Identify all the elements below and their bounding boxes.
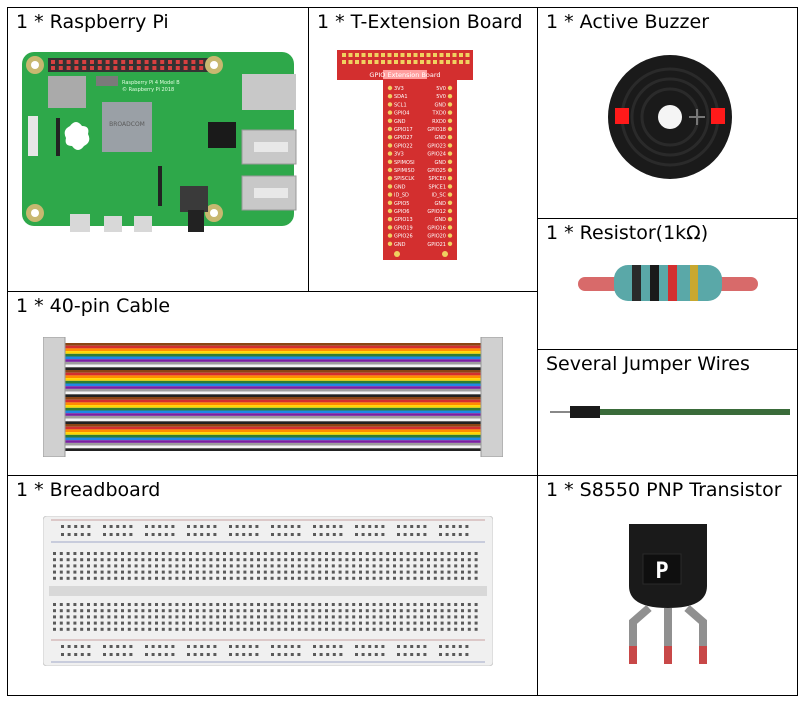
pcb xyxy=(22,52,294,226)
t-board-pin-label-right: GND xyxy=(435,135,447,141)
t-board-pin-label-left: 3V3 xyxy=(394,86,404,92)
cell-jumper: Several Jumper Wires xyxy=(537,349,798,476)
cell-transistor: 1 * S8550 PNP Transistor P xyxy=(537,475,798,696)
t-board-pin-label-right: GND xyxy=(435,102,447,108)
t-board-pin-label-right: 5V0 xyxy=(436,94,446,100)
transistor-image: P xyxy=(629,524,707,664)
t-board-pin-label-right: GPIO24 xyxy=(427,152,446,158)
t-board-pin-label-left: SDA1 xyxy=(394,94,408,100)
t-board-pin-label-right: GPIO20 xyxy=(427,234,446,240)
t-board-pin-label-left: GPIO13 xyxy=(394,217,413,223)
svg-text:Raspberry Pi 4 Model B: Raspberry Pi 4 Model B xyxy=(122,80,180,86)
t-board-pin-label-left: GND xyxy=(394,242,406,248)
label-cable: 1 * 40-pin Cable xyxy=(16,295,171,317)
t-board-pin-label-left: 3V3 xyxy=(394,152,404,158)
label-t-board: 1 * T-Extension Board xyxy=(317,11,523,33)
t-board-pin-label-left: SCL1 xyxy=(394,102,407,108)
svg-text:BROADCOM: BROADCOM xyxy=(109,121,145,128)
t-board-pin-label-right: GPIO21 xyxy=(427,242,446,248)
t-board-pin-label-right: SPICE1 xyxy=(429,184,447,190)
t-board-pin-label-right: GND xyxy=(435,201,447,207)
label-jumper: Several Jumper Wires xyxy=(546,353,750,375)
t-board-pin-label-left: GND xyxy=(394,184,406,190)
t-board-pin-label-right: GPIO25 xyxy=(427,168,446,174)
t-board-pin-label-right: GPIO23 xyxy=(427,143,446,149)
ribbon-cable-image xyxy=(43,337,503,457)
t-board-pin-label-left: GPIO17 xyxy=(394,127,413,133)
cell-breadboard: 1 * Breadboard xyxy=(7,475,538,696)
t-board-pin-label-right: GPIO16 xyxy=(427,225,446,231)
label-transistor: 1 * S8550 PNP Transistor xyxy=(546,479,782,501)
t-board-pin-label-left: GPIO26 xyxy=(394,234,413,240)
t-board-pin-label-left: ID_SD xyxy=(394,193,409,199)
t-board-pin-label-right: GND xyxy=(435,160,447,166)
gpio-header xyxy=(48,58,208,72)
t-board-pin-label-left: GPIO22 xyxy=(394,143,413,149)
cell-raspberry-pi: 1 * Raspberry Pi Raspberry Pi 4 Model B … xyxy=(7,7,309,292)
t-board-pin-label-right: GND xyxy=(435,217,447,223)
t-board-pin-label-left: GPIO19 xyxy=(394,225,413,231)
breadboard-holes xyxy=(53,525,478,656)
t-board-pin-label-right: RXD0 xyxy=(432,119,446,125)
label-resistor: 1 * Resistor(1kΩ) xyxy=(546,222,709,244)
cell-resistor: 1 * Resistor(1kΩ) xyxy=(537,218,798,350)
jumper-wire-image xyxy=(550,406,790,418)
t-board-pin-label-right: 5V0 xyxy=(436,86,446,92)
t-board-pin-label-right: GPIO12 xyxy=(427,209,446,215)
label-breadboard: 1 * Breadboard xyxy=(16,479,161,501)
raspberry-pi-image: Raspberry Pi 4 Model B © Raspberry Pi 20… xyxy=(22,52,297,232)
t-board-pin-label-left: SPIMISO xyxy=(394,168,415,174)
active-buzzer-image xyxy=(608,55,732,179)
breadboard-image xyxy=(43,516,493,666)
t-board-pin-label-right: GPIO18 xyxy=(427,127,446,133)
t-board-pin-label-right: ID_SC xyxy=(432,193,447,199)
t-board-pin-label-left: GPIO27 xyxy=(394,135,413,141)
t-board-pin-label-right: SPICE0 xyxy=(429,176,447,182)
t-board-pin-label-left: SPISCLK xyxy=(394,176,415,182)
t-board-pin-label-right: TXD0 xyxy=(431,111,446,117)
svg-text:P: P xyxy=(655,559,668,584)
t-board-header xyxy=(342,53,470,64)
svg-text:GPIO Extension Board: GPIO Extension Board xyxy=(369,71,440,79)
t-board-pin-label-left: GPIO5 xyxy=(394,201,409,207)
label-buzzer: 1 * Active Buzzer xyxy=(546,11,710,33)
cell-cable: 1 * 40-pin Cable xyxy=(7,291,538,476)
t-board-pin-label-left: GND xyxy=(394,119,406,125)
cell-buzzer: 1 * Active Buzzer xyxy=(537,7,798,219)
resistor-image xyxy=(578,265,758,301)
t-board-pin-label-left: GPIO4 xyxy=(394,111,409,117)
svg-text:© Raspberry Pi 2018: © Raspberry Pi 2018 xyxy=(122,86,174,93)
t-board-pin-label-left: SPIMOSI xyxy=(394,160,415,166)
label-raspberry-pi: 1 * Raspberry Pi xyxy=(16,11,169,33)
t-board-pin-label-left: GPIO6 xyxy=(394,209,409,215)
cell-t-board: 1 * T-Extension Board GPIO Extension Boa… xyxy=(308,7,538,292)
ribbon-wires xyxy=(65,343,481,451)
